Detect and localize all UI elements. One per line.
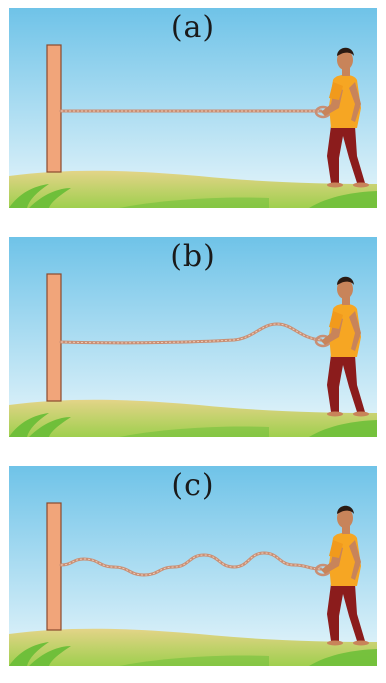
panel-label: (b): [9, 239, 377, 274]
panel-a: (a): [9, 8, 377, 208]
right-foot: [353, 412, 369, 417]
left-foot: [327, 412, 343, 417]
right-foot: [353, 183, 369, 188]
panel-b: (b): [9, 237, 377, 437]
pole: [47, 503, 61, 630]
panel-label: (a): [9, 10, 377, 45]
panel-c: (c): [9, 466, 377, 666]
left-foot: [327, 183, 343, 188]
pole: [47, 274, 61, 401]
right-foot: [353, 641, 369, 646]
panel-label: (c): [9, 468, 377, 503]
left-foot: [327, 641, 343, 646]
pole: [47, 45, 61, 172]
